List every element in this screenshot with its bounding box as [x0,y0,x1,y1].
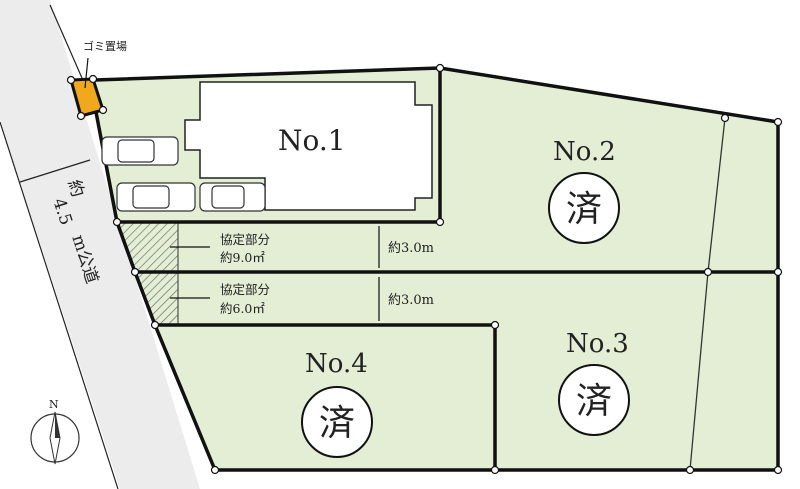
strip-1-area: 約9.0㎡ [220,250,265,265]
lot-2-label: No.2 [553,137,616,167]
sub-lines [689,117,726,471]
garbage-label: ゴミ置場 [83,39,127,53]
lot-3-label: No.3 [566,329,629,359]
lot-1-label: No.1 [278,124,346,157]
svg-text:済: 済 [576,381,612,422]
svg-text:済: 済 [566,189,602,230]
car [101,136,179,166]
compass-icon: N [30,398,80,465]
road-width-label: 約 [63,177,87,199]
strip-2-label: 協定部分 [220,282,270,297]
lot-2 [440,68,778,272]
strip-1 [117,222,440,272]
strip-1-label: 協定部分 [220,232,270,247]
building-no1 [184,81,433,211]
svg-text:済: 済 [319,403,355,444]
car [199,182,266,212]
strip-2-width: 約3.0m [388,293,434,308]
road-edge [0,121,119,489]
lot-3 [495,272,778,470]
strip-1-width: 約3.0m [388,241,434,256]
boundary-markers [66,63,783,475]
strip-2-area: 約6.0㎡ [220,301,265,316]
lot-4-label: No.4 [305,349,368,379]
public-road [0,0,200,489]
car [116,182,196,212]
compass-north-label: N [49,398,59,411]
strip-2 [135,272,778,325]
sold-badge: 済 [558,364,630,436]
sold-badge: 済 [301,386,373,458]
svg-text:約: 約 [63,177,87,199]
road-width-arrow [19,159,91,183]
sold-badge: 済 [548,172,620,244]
